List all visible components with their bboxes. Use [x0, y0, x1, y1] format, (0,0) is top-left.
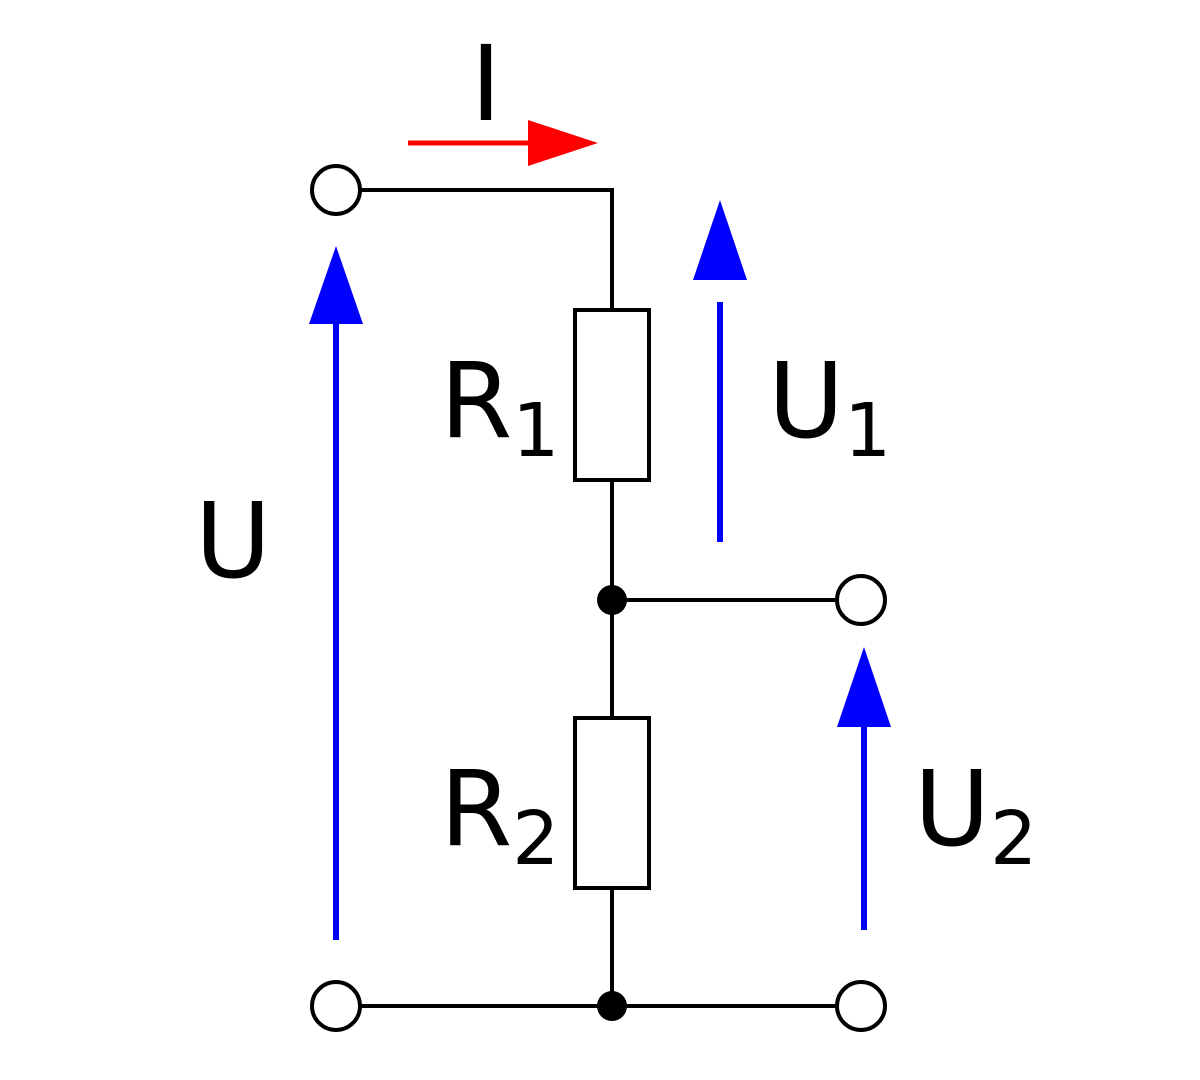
resistor-r1 [573, 308, 651, 482]
voltage-arrow-u1 [693, 200, 747, 542]
junction-dot-bottom [597, 991, 627, 1021]
terminal-output-top [835, 574, 887, 626]
voltage-arrow-u2 [837, 647, 891, 930]
label-input-voltage: U [195, 480, 271, 602]
label-u1-sub: 1 [844, 388, 891, 474]
label-u1: U1 [768, 340, 891, 474]
terminal-input-top [310, 164, 362, 216]
label-r1-sub: 1 [512, 388, 559, 474]
junction-dot-middle [597, 585, 627, 615]
label-u1-main: U [768, 340, 844, 462]
voltage-arrow-u [309, 246, 363, 940]
terminal-output-bottom [835, 980, 887, 1032]
top-wire [360, 188, 614, 310]
resistor-r2 [573, 716, 651, 890]
label-u2: U2 [914, 748, 1037, 882]
current-arrow [408, 120, 598, 166]
label-u2-main: U [914, 748, 990, 870]
label-r1: R1 [440, 340, 559, 474]
label-r2-main: R [440, 748, 512, 870]
label-r2-sub: 2 [512, 796, 559, 882]
label-r1-main: R [440, 340, 512, 462]
label-r2: R2 [440, 748, 559, 882]
terminal-input-bottom [310, 980, 362, 1032]
label-u2-sub: 2 [990, 796, 1037, 882]
label-current: I [471, 23, 502, 145]
